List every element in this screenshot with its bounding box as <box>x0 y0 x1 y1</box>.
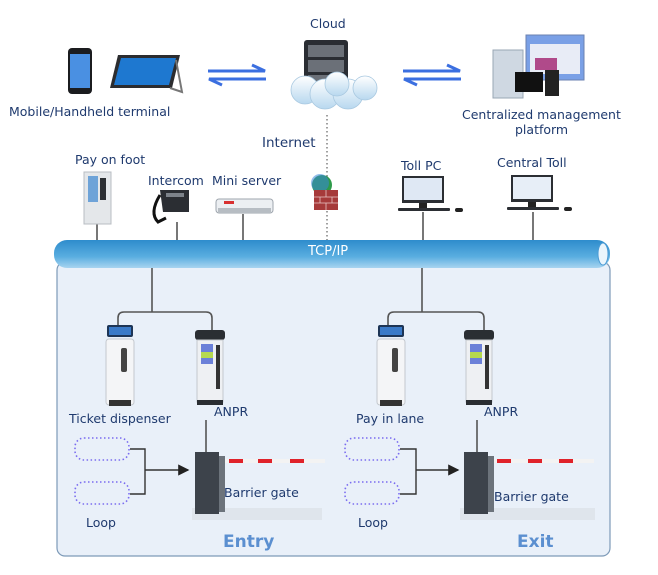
entry-barrier-gate-icon <box>192 452 325 520</box>
mini-server-label: Mini server <box>212 173 282 188</box>
tcp-ip-bus <box>54 240 610 268</box>
intercom-phone-icon <box>152 190 189 224</box>
management-platform-icon <box>492 34 585 99</box>
firewall-icon <box>311 174 338 210</box>
toll-pc-icon <box>398 176 463 212</box>
entry-anpr-icon <box>195 330 225 405</box>
pay-in-lane-label: Pay in lane <box>356 411 425 426</box>
management-platform-label: Centralized management <box>462 107 621 122</box>
central-toll-pc-icon <box>507 175 572 211</box>
tablet-icon <box>110 55 184 94</box>
toll-pc-label: Toll PC <box>401 158 442 173</box>
mini-server-icon <box>215 198 274 214</box>
exit-barrier-gate-icon <box>460 452 595 520</box>
exit-loops <box>344 437 458 505</box>
exit-loop-label: Loop <box>358 515 388 530</box>
sync-arrows-right <box>403 63 461 87</box>
exit-barrier-gate-label: Barrier gate <box>494 489 569 504</box>
sync-arrows-left <box>208 63 266 87</box>
ticket-dispenser-icon <box>105 325 135 406</box>
pay-on-foot-label: Pay on foot <box>75 152 146 167</box>
device-connectors <box>96 212 534 240</box>
ticket-dispenser-label: Ticket dispenser <box>69 411 171 426</box>
exit-anpr-label: ANPR <box>484 404 519 419</box>
exit-section-title: Exit <box>517 532 554 552</box>
central-toll-label: Central Toll <box>497 155 567 170</box>
mobile-phone-icon <box>68 48 92 94</box>
entry-barrier-gate-label: Barrier gate <box>224 485 299 500</box>
entry-loop-label: Loop <box>86 515 116 530</box>
internet-label: Internet <box>262 135 316 151</box>
intercom-label: Intercom <box>148 173 204 188</box>
pay-on-foot-kiosk-icon <box>83 171 112 225</box>
entry-anpr-label: ANPR <box>214 404 249 419</box>
mobile-terminal-label: Mobile/Handheld terminal <box>9 104 171 119</box>
tcp-ip-label: TCP/IP <box>308 244 349 259</box>
pay-in-lane-icon <box>376 325 406 406</box>
cloud-label: Cloud <box>310 16 346 31</box>
management-platform-label-2: platform <box>515 122 569 137</box>
entry-section-title: Entry <box>223 532 275 552</box>
entry-loops <box>74 437 188 505</box>
cloud-server-icon <box>290 40 378 110</box>
lane-connectors <box>117 268 485 455</box>
exit-anpr-icon <box>464 330 494 405</box>
